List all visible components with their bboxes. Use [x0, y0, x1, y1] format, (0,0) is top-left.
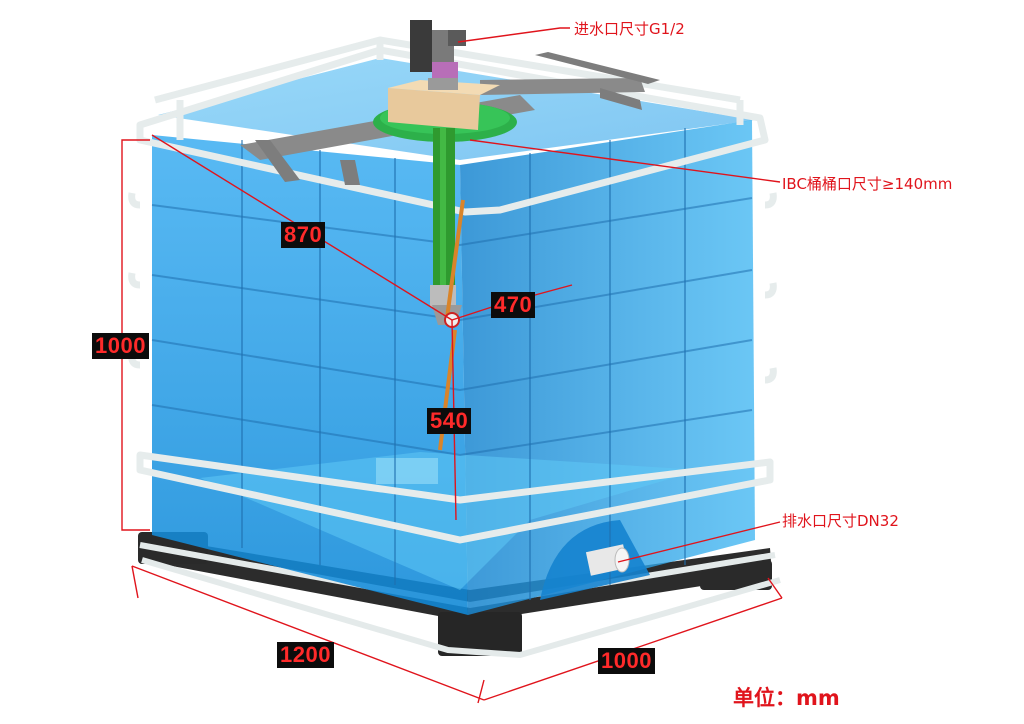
dim-width-label: 1000 [598, 648, 655, 674]
dim-pipe-label: 540 [427, 408, 472, 434]
ibc-opening-size-label: IBC桶桶口尺寸≥140mm [782, 175, 953, 193]
unit-label: 单位：mm [733, 686, 840, 710]
mixer-shaft [430, 128, 465, 451]
inlet-size-label: 进水口尺寸G1/2 [574, 20, 685, 38]
drain-size-label: 排水口尺寸DN32 [782, 512, 899, 530]
dim-diagonal-label: 870 [281, 222, 326, 248]
mixer-mount [240, 20, 660, 185]
dim-arm-label: 470 [491, 292, 536, 318]
dim-length-label: 1200 [277, 642, 334, 668]
dim-height-label: 1000 [92, 333, 149, 359]
drain-outlet [585, 544, 630, 576]
